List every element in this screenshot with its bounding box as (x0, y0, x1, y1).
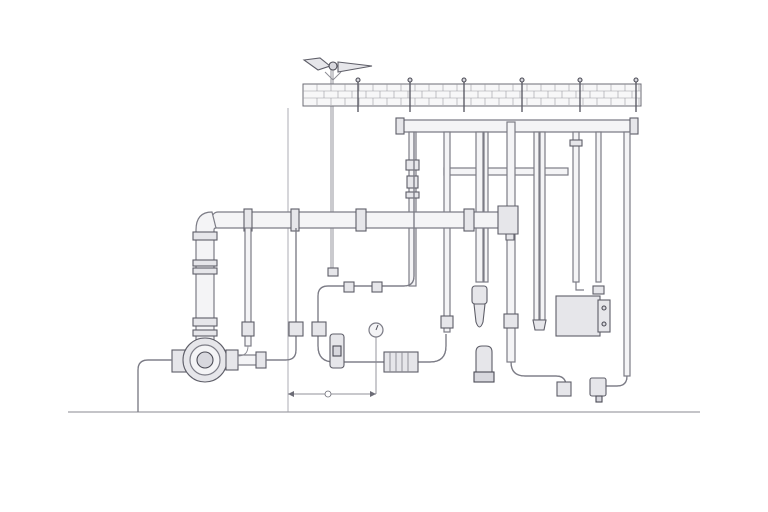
wall-bracket (519, 77, 525, 112)
main-horizontal-pipe (211, 205, 519, 241)
gate-valves (237, 227, 255, 357)
pressure-gauge (368, 322, 384, 394)
wall-bracket (577, 77, 583, 112)
wall-bracket (355, 77, 361, 112)
pump-outlet-pipe (237, 228, 304, 369)
vertical-drop-pipes (405, 121, 631, 403)
lower-valve-run (317, 333, 447, 373)
top-horizontal-pipe (395, 117, 639, 135)
loop-pipe (311, 132, 415, 346)
central-pump (171, 337, 239, 383)
wall-bracket (407, 77, 413, 112)
secondary-horizontal-pipe (443, 167, 569, 176)
left-vertical-riser (192, 211, 218, 345)
wall-bracket (461, 77, 467, 112)
filter-cartridge (473, 345, 495, 383)
wall-brackets (355, 77, 639, 112)
inlet-pipe (137, 359, 172, 412)
wall-bracket (633, 77, 639, 112)
brick-wall-beam (302, 83, 642, 107)
dimension-line (288, 390, 376, 398)
junction-box (555, 295, 611, 337)
